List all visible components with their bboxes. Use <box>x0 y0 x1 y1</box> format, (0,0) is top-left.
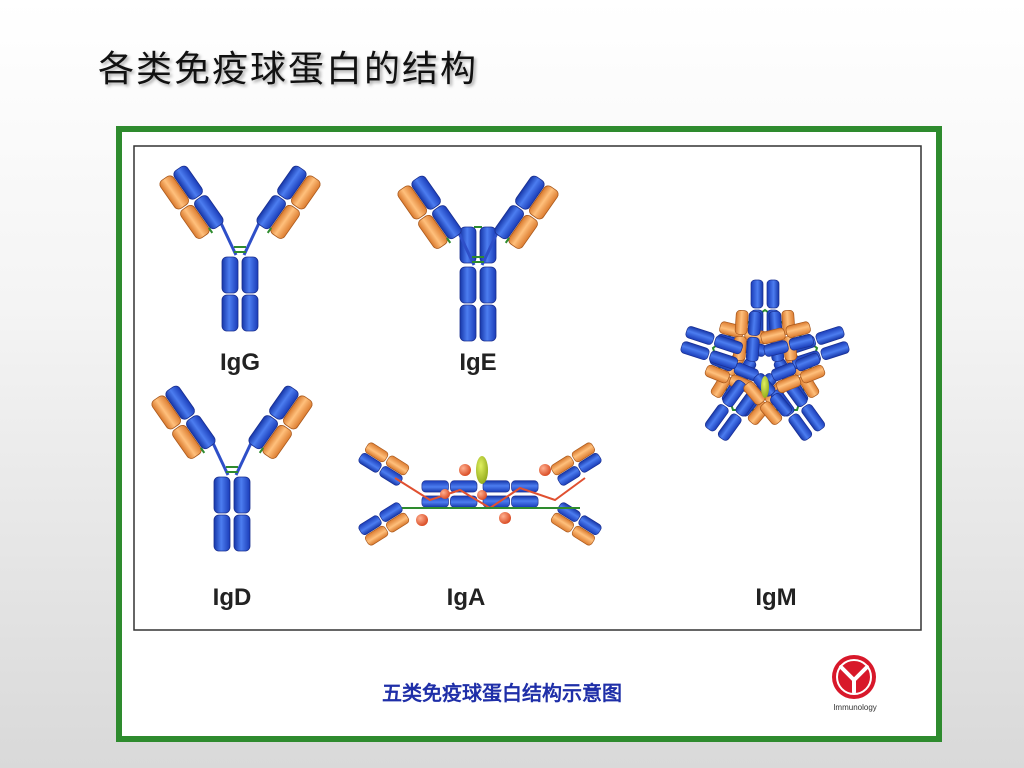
igm-structure <box>666 279 864 467</box>
igd-label: IgD <box>213 584 252 611</box>
immunology-logo-icon <box>832 655 876 699</box>
ige-label: IgE <box>459 349 496 376</box>
igg-label: IgG <box>220 349 260 376</box>
ige-structure <box>394 172 562 343</box>
logo-text: Immunology <box>833 703 877 712</box>
figure-caption: 五类免疫球蛋白结构示意图 <box>382 681 622 705</box>
slide-title: 各类免疫球蛋白的结构 <box>98 49 479 90</box>
iga-structure <box>356 440 604 548</box>
igm-label: IgM <box>755 584 796 611</box>
iga-label: IgA <box>447 584 486 611</box>
